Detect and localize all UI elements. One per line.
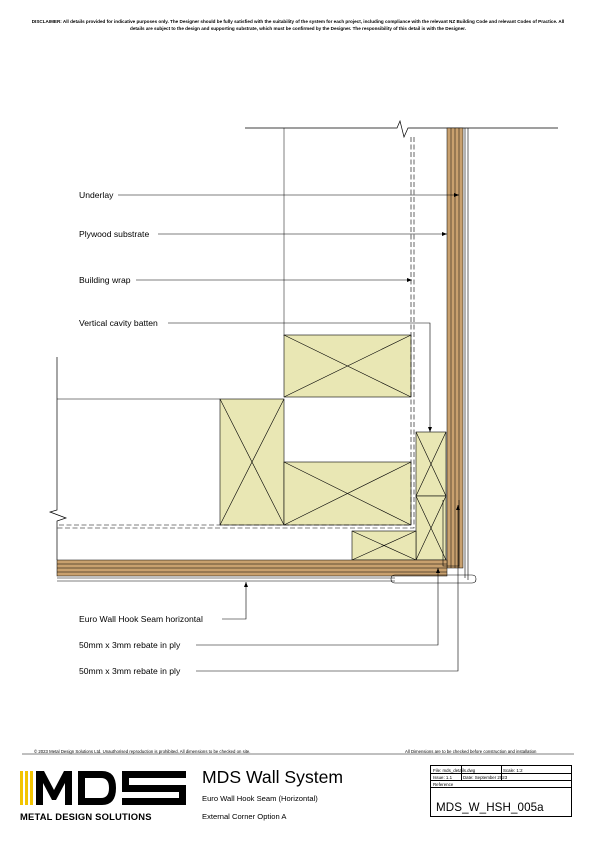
label-hook-seam: Euro Wall Hook Seam horizontal	[79, 614, 203, 624]
reference-label: Reference	[433, 781, 454, 787]
leader-rebate-2	[196, 505, 459, 672]
top-break-line	[245, 119, 558, 139]
cavity-batten	[351, 530, 417, 561]
label-underlay: Underlay	[79, 190, 114, 200]
disclaimer-text: DISCLAIMER: All details provided for ind…	[31, 19, 565, 31]
cavity-batten	[415, 431, 447, 497]
label-plywood-substrate: Plywood substrate	[79, 229, 149, 239]
leader-rebate-1	[196, 568, 439, 646]
label-rebate-1: 50mm x 3mm rebate in ply	[79, 640, 181, 650]
mds-logo-mark	[20, 771, 186, 805]
dimension-note: All Dimensions are to be checked before …	[405, 749, 537, 754]
drawing-code: MDS_W_HSH_005a	[436, 801, 544, 814]
timber-blocks	[219, 334, 447, 561]
leader-arrows	[244, 193, 460, 587]
leader-seam	[222, 582, 247, 620]
drawing-scale: Scale: 1:2	[503, 767, 523, 773]
building-wrap	[57, 137, 415, 529]
left-break-line	[48, 357, 68, 560]
issue-number: Issue: 1.1	[433, 774, 453, 780]
timber-block	[283, 334, 412, 398]
page-subtitle: Euro Wall Hook Seam (Horizontal)	[202, 794, 318, 803]
copyright-text: © 2023 Metal Design Solutions Ltd. Unaut…	[34, 749, 251, 754]
timber-block	[283, 461, 412, 526]
title-block-info: File: mds_details.dwg Scale: 1:2 Issue: …	[430, 765, 572, 817]
label-vertical-cavity-batten: Vertical cavity batten	[79, 318, 158, 328]
logo-company-name: METAL DESIGN SOLUTIONS	[20, 811, 152, 822]
issue-date: Date: September 2023	[463, 774, 508, 780]
timber-block	[219, 398, 285, 526]
label-building-wrap: Building wrap	[79, 275, 131, 285]
leader-lines	[118, 194, 459, 672]
plywood-substrate	[56, 127, 464, 577]
cavity-batten	[415, 495, 447, 561]
detail-option: External Corner Option A	[202, 812, 287, 821]
cladding	[57, 128, 477, 584]
file-name: File: mds_details.dwg	[433, 767, 476, 773]
page-title: MDS Wall System	[202, 767, 344, 787]
leader-batten	[168, 322, 431, 432]
mds-logo: METAL DESIGN SOLUTIONS	[20, 768, 195, 824]
label-rebate-2: 50mm x 3mm rebate in ply	[79, 666, 181, 676]
